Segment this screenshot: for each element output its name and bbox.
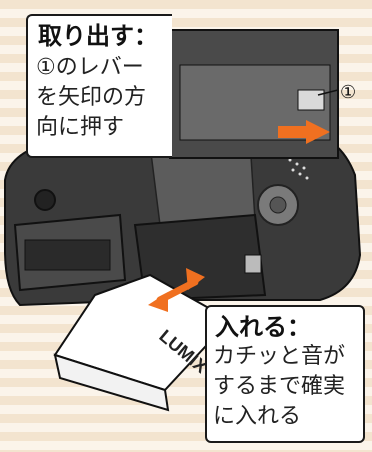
insert-callout: 入れる： カチッと音が するまで確実 に入れる: [205, 305, 365, 443]
door-latch-area: [24, 239, 111, 271]
insert-arrow-head-up: [186, 268, 205, 290]
battery-compartment: [133, 213, 267, 302]
remove-line-1: ①のレバー: [36, 55, 144, 80]
remove-title: 取り出す：: [38, 22, 158, 50]
battery: [53, 273, 232, 392]
insert-line-3: に入れる: [213, 404, 302, 429]
push-arrow-shaft: [278, 126, 308, 138]
remove-callout: 取り出す： ①のレバー を矢印の方 向に押す: [26, 14, 172, 158]
speaker-holes: [288, 158, 309, 180]
push-arrow-head: [306, 120, 330, 144]
tripod-socket: [34, 189, 56, 211]
insert-arrow-head-down: [148, 292, 168, 312]
inset-lever: [297, 89, 325, 111]
remove-line-3: 向に押す: [36, 115, 125, 140]
insert-line-1: カチッと音が: [213, 344, 346, 369]
remove-line-2: を矢印の方: [36, 85, 147, 110]
leader-line: [317, 89, 339, 96]
insert-title: 入れる：: [215, 313, 311, 341]
callout-marker: ①: [340, 82, 357, 103]
battery-side: [53, 353, 170, 412]
control-dial-center: [269, 196, 287, 214]
insert-line-2: するまで確実: [213, 374, 346, 399]
release-lever: [244, 254, 262, 274]
